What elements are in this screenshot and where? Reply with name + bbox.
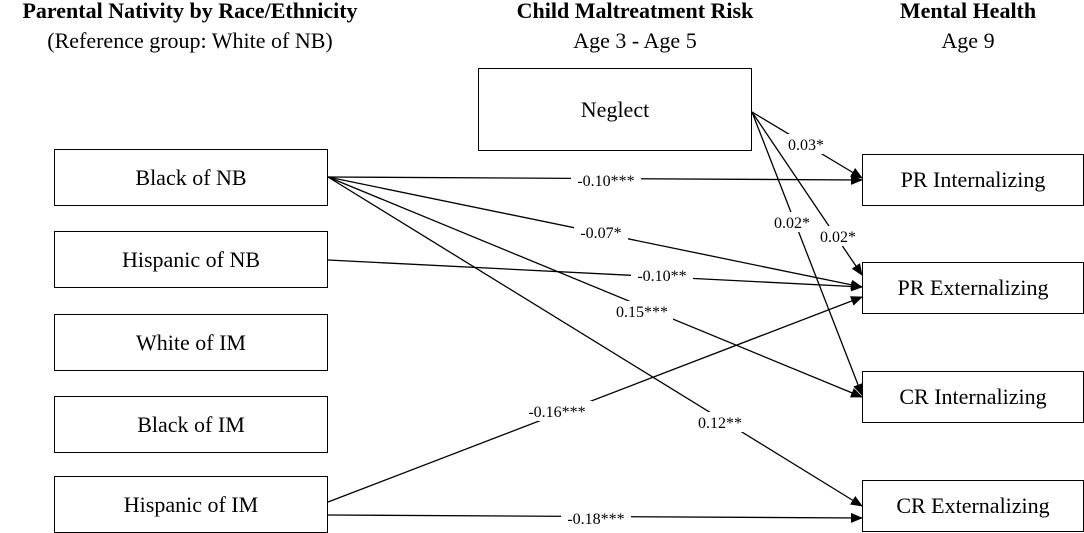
coef-neg-crint: 0.02* — [774, 215, 810, 232]
coef-bg-bnb-crint — [611, 301, 673, 321]
node-black-of-nb: Black of NB — [54, 149, 328, 206]
coef-bg-bnb-crext — [693, 412, 747, 432]
header-mental-health: Mental Health Age 9 — [850, 0, 1084, 56]
header-left-title: Parental Nativity by Race/Ethnicity — [22, 0, 358, 23]
node-hispanic-of-nb: Hispanic of NB — [54, 231, 328, 288]
coef-bg-bnb-print — [571, 170, 641, 190]
coef-bg-bnb-prext — [574, 222, 628, 242]
coef-bnb-crext: 0.12** — [698, 415, 742, 432]
node-neglect: Neglect — [478, 68, 752, 151]
node-cr-externalizing: CR Externalizing — [862, 480, 1084, 532]
header-right-subtitle: Age 9 — [941, 28, 995, 53]
arrow-hnb-prext — [327, 259, 863, 292]
coef-bg-hnb-prext — [631, 265, 693, 285]
coef-bg-him-prext — [522, 401, 592, 421]
coef-him-crext: -0.18*** — [567, 511, 624, 528]
header-maltreatment-risk: Child Maltreatment Risk Age 3 - Age 5 — [490, 0, 780, 56]
header-middle-subtitle: Age 3 - Age 5 — [573, 28, 697, 53]
coef-bg-neg-print — [783, 134, 829, 154]
node-hispanic-of-im: Hispanic of IM — [54, 476, 328, 533]
coef-neg-prext: 0.02* — [820, 229, 856, 246]
coef-bnb-crint: 0.15*** — [616, 304, 668, 321]
coef-him-prext: -0.16*** — [528, 404, 585, 421]
header-middle-title: Child Maltreatment Risk — [516, 0, 754, 23]
coef-bg-neg-crint — [769, 212, 815, 232]
node-pr-internalizing: PR Internalizing — [862, 154, 1084, 206]
node-white-of-im: White of IM — [54, 314, 328, 371]
coef-hnb-prext: -0.10** — [637, 268, 686, 285]
coef-bnb-prext: -0.07* — [580, 225, 621, 242]
path-coefficients: -0.10*** -0.07* 0.15*** 0.12** -0.10** -0.16*… — [522, 134, 861, 528]
path-arrows — [327, 111, 863, 523]
header-left-subtitle: (Reference group: White of NB) — [47, 28, 333, 53]
node-pr-externalizing: PR Externalizing — [862, 262, 1084, 314]
coef-bg-him-crext — [561, 508, 631, 528]
node-black-of-im: Black of IM — [54, 396, 328, 453]
header-right-title: Mental Health — [899, 0, 1037, 23]
arrow-bnb-crext — [327, 176, 863, 507]
coef-neg-print: 0.03* — [788, 137, 824, 154]
arrow-neg-crint — [751, 111, 863, 396]
node-cr-internalizing: CR Internalizing — [862, 371, 1084, 423]
coef-bg-neg-prext — [815, 226, 861, 246]
arrow-bnb-crint — [327, 176, 863, 398]
arrow-neg-prext — [751, 111, 863, 276]
arrow-him-prext — [327, 296, 863, 503]
coef-bnb-print: -0.10*** — [577, 173, 634, 190]
header-parental-nativity: Parental Nativity by Race/Ethnicity (Ref… — [0, 0, 380, 56]
